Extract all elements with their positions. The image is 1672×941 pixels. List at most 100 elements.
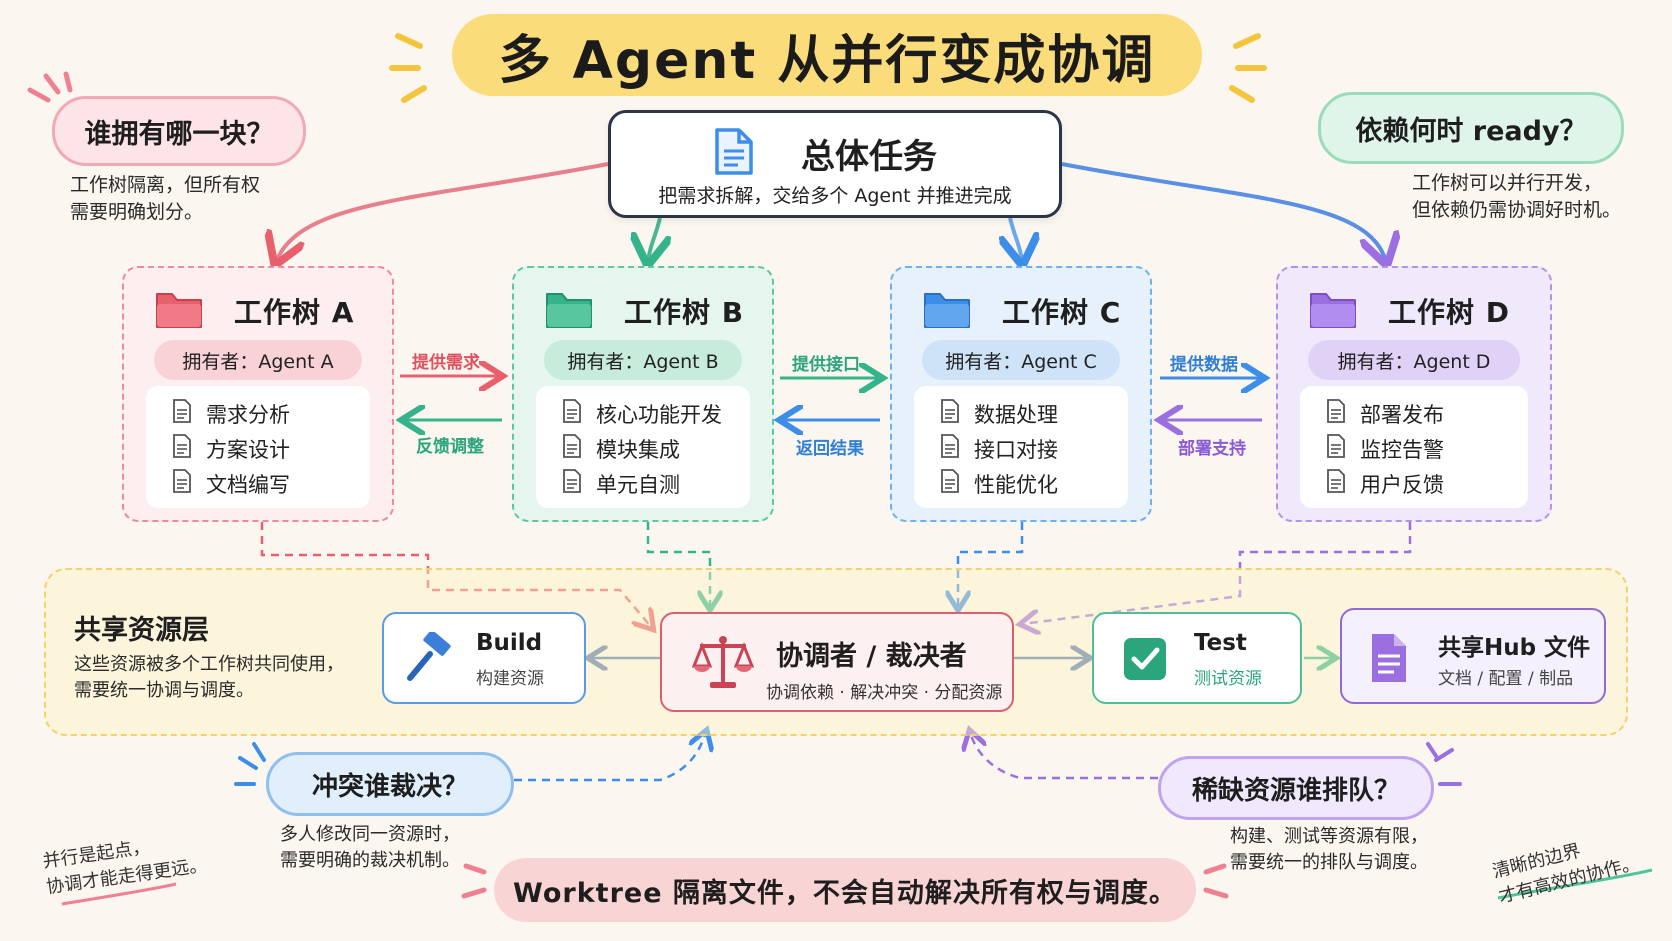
list-item: 方案设计: [172, 431, 370, 466]
hub-card: 共享Hub 文件 文档 / 配置 / 制品: [1340, 608, 1606, 704]
list-item: 单元自测: [562, 466, 750, 501]
list-item: 监控告警: [1326, 431, 1528, 466]
list-item: 需求分析: [172, 396, 370, 431]
conflict-note-line: 多人修改同一资源时，: [280, 824, 460, 845]
test-title: Test: [1194, 630, 1247, 656]
handwritten-note-left: 并行是起点， 协调才能走得更远。: [41, 827, 209, 901]
task-label: 方案设计: [206, 437, 290, 462]
shared-layer-description: 这些资源被多个工作树共同使用， 需要统一协调与调度。: [74, 652, 344, 704]
list-item: 部署发布: [1326, 396, 1528, 431]
file-icon: [172, 399, 206, 428]
file-icon: [940, 399, 974, 428]
worktree-c: 工作树 C 拥有者：Agent C 数据处理 接口对接 性能优化: [890, 266, 1152, 522]
file-icon: [940, 434, 974, 463]
ownership-note-line: 需要明确划分。: [70, 201, 204, 223]
file-icon: [562, 469, 596, 498]
file-icon: [172, 434, 206, 463]
task-label: 用户反馈: [1360, 472, 1444, 497]
worktree-task-list: 数据处理 接口对接 性能优化: [914, 386, 1128, 508]
purple-sparkles: [1426, 742, 1462, 786]
shared-layer-line: 这些资源被多个工作树共同使用，: [74, 654, 344, 675]
list-item: 文档编写: [172, 466, 370, 501]
folder-icon: [154, 288, 204, 334]
folder-icon: [544, 288, 594, 334]
main-task-subtitle: 把需求拆解，交给多个 Agent 并推进完成: [658, 185, 1012, 207]
list-item: 接口对接: [940, 431, 1128, 466]
queue-question: 稀缺资源谁排队？: [1191, 775, 1400, 806]
task-label: 数据处理: [974, 402, 1058, 427]
shared-layer-title: 共享资源层: [74, 615, 209, 646]
test-card: Test 测试资源: [1092, 612, 1302, 704]
wire-main-to-a: [276, 162, 609, 262]
worktree-name: 工作树 C: [1002, 296, 1122, 329]
worktree-owner: 拥有者：Agent A: [154, 340, 362, 380]
list-item: 核心功能开发: [562, 396, 750, 431]
conflict-question: 冲突谁裁决？: [311, 771, 468, 802]
worktree-name: 工作树 A: [234, 296, 355, 329]
list-item: 模块集成: [562, 431, 750, 466]
worktree-task-list: 部署发布 监控告警 用户反馈: [1300, 386, 1528, 508]
hub-title: 共享Hub 文件: [1438, 635, 1591, 661]
hammer-icon: [404, 630, 456, 688]
coordinator-title: 协调者 / 裁决者: [776, 641, 967, 672]
coordinator-card: 协调者 / 裁决者 协调依赖 · 解决冲突 · 分配资源: [660, 612, 1014, 712]
build-title: Build: [476, 630, 543, 656]
worktree-owner: 拥有者：Agent B: [544, 340, 742, 380]
task-label: 性能优化: [974, 472, 1058, 497]
queue-note-line: 需要统一的排队与调度。: [1230, 852, 1428, 873]
main-task-card: 总体任务 把需求拆解，交给多个 Agent 并推进完成: [608, 110, 1062, 218]
task-label: 部署发布: [1360, 402, 1444, 427]
link-label-ab-forward: 提供需求: [412, 353, 480, 373]
link-label-bc-forward: 提供接口: [792, 355, 860, 375]
conflict-note-line: 需要明确的裁决机制。: [280, 850, 460, 871]
worktree-a: 工作树 A 拥有者：Agent A 需求分析 方案设计 文档编写: [122, 266, 394, 522]
task-label: 监控告警: [1360, 437, 1444, 462]
file-icon: [1326, 399, 1360, 428]
link-label-cd-back: 部署支持: [1178, 439, 1246, 459]
task-label: 需求分析: [206, 402, 290, 427]
ownership-question-bubble: 谁拥有哪一块？: [52, 96, 306, 166]
task-label: 文档编写: [206, 472, 290, 497]
bottom-banner: Worktree 隔离文件，不会自动解决所有权与调度。: [494, 858, 1196, 922]
worktree-task-list: 需求分析 方案设计 文档编写: [146, 386, 370, 508]
build-card: Build 构建资源: [382, 612, 586, 704]
worktree-owner: 拥有者：Agent C: [922, 340, 1120, 380]
list-item: 数据处理: [940, 396, 1128, 431]
scales-icon: [691, 632, 755, 696]
document-icon: [1368, 632, 1410, 688]
list-item: 用户反馈: [1326, 466, 1528, 501]
test-subtitle: 测试资源: [1194, 669, 1262, 689]
hub-subtitle: 文档 / 配置 / 制品: [1438, 669, 1574, 689]
folder-icon: [1308, 288, 1358, 334]
file-icon: [1326, 434, 1360, 463]
task-label: 单元自测: [596, 472, 680, 497]
main-task-title: 总体任务: [801, 137, 937, 177]
file-icon: [562, 434, 596, 463]
conflict-question-bubble: 冲突谁裁决？: [266, 752, 514, 816]
wire-conflict-to-coord: [514, 732, 706, 782]
folder-icon: [922, 288, 972, 334]
link-label-ab-back: 反馈调整: [416, 437, 484, 457]
dependency-question: 依赖何时 ready？: [1355, 115, 1587, 147]
worktree-name: 工作树 D: [1388, 296, 1510, 329]
link-label-bc-back: 返回结果: [796, 439, 864, 459]
blue-sparkles: [234, 742, 266, 786]
link-label-cd-forward: 提供数据: [1170, 355, 1238, 375]
worktree-d: 工作树 D 拥有者：Agent D 部署发布 监控告警 用户反馈: [1276, 266, 1552, 522]
wire-main-to-b: [648, 217, 660, 262]
wire-main-to-c: [1010, 217, 1022, 262]
title-banner: 多 Agent 从并行变成协调: [452, 14, 1202, 96]
coordinator-subtitle: 协调依赖 · 解决冲突 · 分配资源: [766, 683, 1003, 703]
list-item: 性能优化: [940, 466, 1128, 501]
build-subtitle: 构建资源: [476, 669, 544, 689]
worktree-name: 工作树 B: [624, 296, 745, 329]
page-title: 多 Agent 从并行变成协调: [498, 30, 1156, 91]
queue-question-bubble: 稀缺资源谁排队？: [1158, 756, 1434, 820]
file-icon: [172, 469, 206, 498]
file-icon: [562, 399, 596, 428]
file-icon: [1326, 469, 1360, 498]
worktree-b: 工作树 B 拥有者：Agent B 核心功能开发 模块集成 单元自测: [512, 266, 774, 522]
worktree-owner: 拥有者：Agent D: [1308, 340, 1520, 380]
shared-layer-line: 需要统一协调与调度。: [74, 680, 254, 701]
document-icon: [711, 127, 755, 181]
